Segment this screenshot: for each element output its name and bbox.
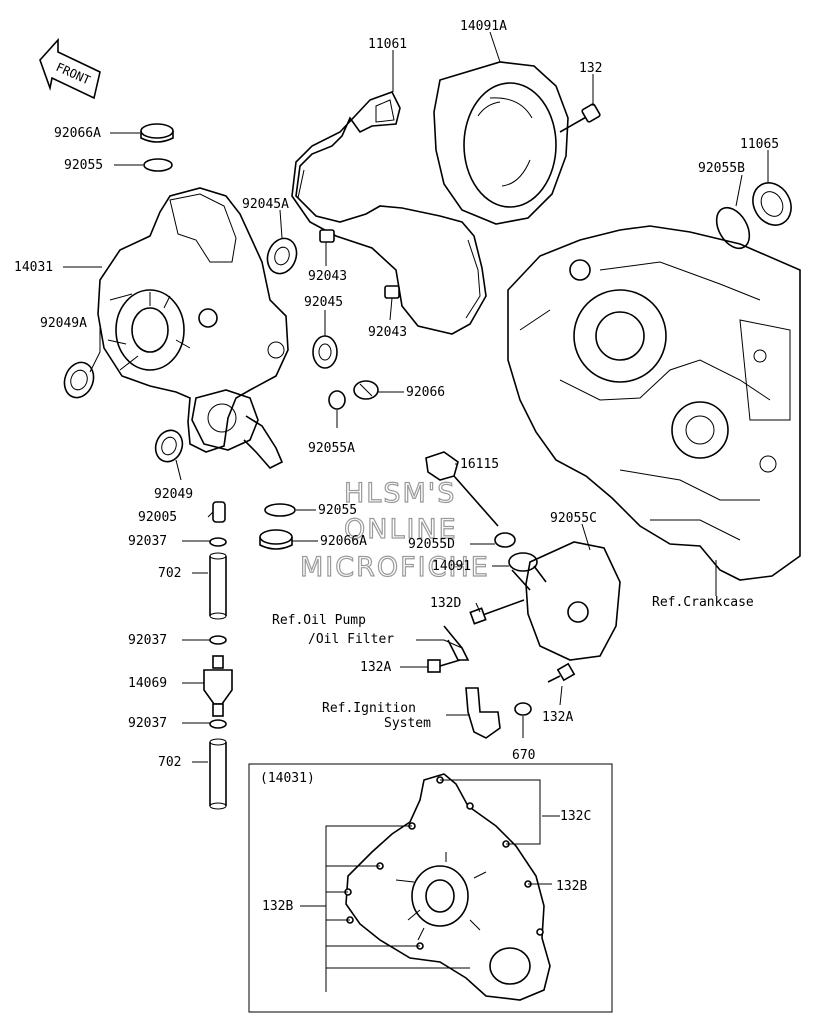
seal-92049 bbox=[154, 429, 184, 463]
oil-pump-ref-bracket bbox=[443, 625, 470, 661]
watermark-line-2: ONLINE bbox=[344, 514, 458, 545]
cover-92055c bbox=[525, 541, 621, 661]
dowel-pin-92043-upper bbox=[319, 229, 335, 243]
cover-14031 bbox=[97, 187, 289, 469]
label-92037-c: 92037 bbox=[128, 716, 167, 731]
inset-14031-box: (14031) 132C 132B 132B bbox=[248, 763, 613, 1013]
label-ref-ignition-line1: Ref.Ignition bbox=[322, 701, 416, 716]
watermark-line-1: HLSM'S bbox=[344, 478, 456, 509]
front-arrow-icon: FRONT bbox=[39, 37, 101, 100]
label-132: 132 bbox=[579, 61, 602, 76]
label-92043-upper: 92043 bbox=[308, 269, 347, 284]
label-92049: 92049 bbox=[154, 487, 193, 502]
label-92066a-top: 92066A bbox=[54, 126, 101, 141]
label-132d: 132D bbox=[430, 596, 461, 611]
bolt-132 bbox=[559, 103, 601, 133]
label-702-b: 702 bbox=[158, 755, 181, 770]
label-11061: 11061 bbox=[368, 37, 407, 52]
label-92049a: 92049A bbox=[40, 316, 87, 331]
label-132a-left: 132A bbox=[360, 660, 391, 675]
crankcase-reference bbox=[507, 225, 801, 581]
label-92055-mid: 92055 bbox=[318, 503, 357, 518]
label-92037-b: 92037 bbox=[128, 633, 167, 648]
pin-92005 bbox=[212, 501, 226, 523]
label-92055a: 92055A bbox=[308, 441, 355, 456]
o-ring-92055-top bbox=[143, 158, 173, 172]
label-670: 670 bbox=[512, 748, 535, 763]
filter-14069 bbox=[203, 655, 233, 717]
ignition-sensor-ref bbox=[465, 687, 501, 739]
label-14069: 14069 bbox=[128, 676, 167, 691]
label-92045a: 92045A bbox=[242, 197, 289, 212]
part-labels: 11061 14091A 132 92055B 11065 92066A 920… bbox=[14, 19, 779, 770]
label-132b-left: 132B bbox=[262, 899, 293, 914]
front-arrow-label: FRONT bbox=[54, 60, 93, 87]
label-702-a: 702 bbox=[158, 566, 181, 581]
o-ring-670 bbox=[514, 702, 532, 716]
dipstick-16115 bbox=[425, 451, 499, 527]
cap-92066a-top bbox=[140, 123, 174, 143]
label-92055c: 92055C bbox=[550, 511, 597, 526]
plug-92066 bbox=[353, 380, 379, 400]
o-ring-92055-mid bbox=[264, 503, 296, 517]
cap-11065 bbox=[752, 182, 792, 226]
leader-lines bbox=[63, 31, 769, 763]
hose-702-a bbox=[209, 552, 227, 620]
watermark: HLSM'S ONLINE MICROFICHE bbox=[299, 477, 490, 583]
pipe-14091 bbox=[508, 552, 547, 591]
label-92055d: 92055D bbox=[408, 537, 455, 552]
seal-92049a bbox=[63, 361, 95, 399]
label-14031: 14031 bbox=[14, 260, 53, 275]
clamp-92037-a bbox=[209, 537, 227, 547]
cap-92066a-mid bbox=[259, 529, 293, 550]
label-ref-ignition-line2: System bbox=[384, 716, 431, 731]
inset-title: (14031) bbox=[260, 771, 315, 786]
bolt-132d bbox=[469, 599, 525, 625]
label-ref-crankcase: Ref.Crankcase bbox=[652, 595, 754, 610]
bolt-132a-right bbox=[547, 662, 576, 683]
label-16115: 16115 bbox=[460, 457, 499, 472]
label-132b-right: 132B bbox=[556, 879, 587, 894]
label-92066: 92066 bbox=[406, 385, 445, 400]
plate-14091a bbox=[433, 61, 569, 225]
watermark-line-3: MICROFICHE bbox=[300, 552, 490, 583]
label-ref-oil-pump-line1: Ref.Oil Pump bbox=[272, 613, 366, 628]
hose-702-b bbox=[209, 738, 227, 810]
label-92045: 92045 bbox=[304, 295, 343, 310]
bearing-92045 bbox=[312, 335, 338, 369]
o-ring-92055d bbox=[494, 532, 516, 548]
bearing-92045a bbox=[266, 237, 298, 275]
label-132c: 132C bbox=[560, 809, 591, 824]
label-132a-right: 132A bbox=[542, 710, 573, 725]
label-92043-lower: 92043 bbox=[368, 325, 407, 340]
dowel-pin-92043-lower bbox=[384, 285, 400, 299]
label-14091: 14091 bbox=[432, 559, 471, 574]
o-ring-92055a bbox=[328, 390, 346, 410]
label-92055b: 92055B bbox=[698, 161, 745, 176]
label-14091a: 14091A bbox=[460, 19, 507, 34]
bolt-132a-left bbox=[427, 659, 461, 673]
o-ring-92055b bbox=[715, 206, 751, 250]
label-92066a-mid: 92066A bbox=[320, 534, 367, 549]
clamp-92037-b bbox=[209, 635, 227, 645]
label-ref-oil-pump-line2: /Oil Filter bbox=[308, 632, 394, 647]
label-92005: 92005 bbox=[138, 510, 177, 525]
label-11065: 11065 bbox=[740, 137, 779, 152]
label-92055-top: 92055 bbox=[64, 158, 103, 173]
clamp-92037-c bbox=[209, 719, 227, 729]
label-92037-a: 92037 bbox=[128, 534, 167, 549]
